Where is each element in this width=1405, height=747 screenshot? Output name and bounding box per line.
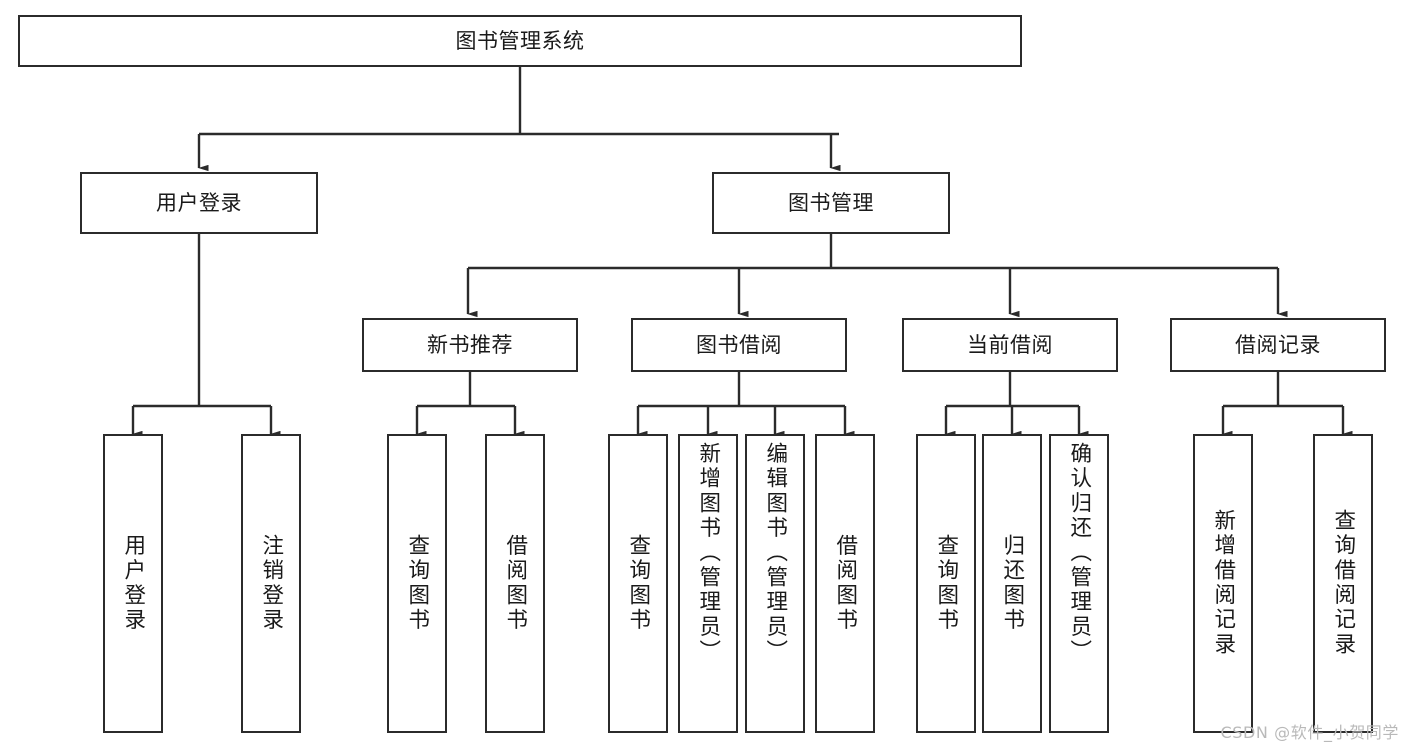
leaf-query-book-recommend[interactable]: 查询图书 — [387, 434, 447, 733]
node-label: 注销登录 — [258, 534, 284, 633]
leaf-borrow-book-recommend[interactable]: 借阅图书 — [485, 434, 545, 733]
node-label: 新增图书（管理员） — [695, 442, 721, 665]
node-label: 确认归还（管理员） — [1066, 442, 1092, 665]
leaf-borrow-book[interactable]: 借阅图书 — [815, 434, 875, 733]
node-label: 借阅记录 — [1235, 332, 1321, 357]
leaf-add-book-admin[interactable]: 新增图书（管理员） — [678, 434, 738, 733]
node-new-book-recommend[interactable]: 新书推荐 — [362, 318, 578, 372]
leaf-edit-book-admin[interactable]: 编辑图书（管理员） — [745, 434, 805, 733]
node-label: 图书借阅 — [696, 332, 782, 357]
node-label: 图书管理系统 — [455, 28, 585, 53]
leaf-return-book[interactable]: 归还图书 — [982, 434, 1042, 733]
node-label: 编辑图书（管理员） — [762, 442, 788, 665]
node-label: 新书推荐 — [427, 332, 513, 357]
watermark: CSDN @软件_小贺同学 — [1220, 723, 1399, 742]
leaf-query-book-current[interactable]: 查询图书 — [916, 434, 976, 733]
node-label: 借阅图书 — [832, 534, 858, 633]
node-label: 查询图书 — [933, 534, 959, 633]
node-borrow-record[interactable]: 借阅记录 — [1170, 318, 1386, 372]
node-current-borrow[interactable]: 当前借阅 — [902, 318, 1118, 372]
node-label: 图书管理 — [788, 190, 874, 215]
leaf-add-borrow-record[interactable]: 新增借阅记录 — [1193, 434, 1253, 733]
node-label: 用户登录 — [120, 534, 146, 633]
node-user-login[interactable]: 用户登录 — [80, 172, 318, 234]
leaf-query-book-borrow[interactable]: 查询图书 — [608, 434, 668, 733]
leaf-confirm-return-admin[interactable]: 确认归还（管理员） — [1049, 434, 1109, 733]
leaf-query-borrow-record[interactable]: 查询借阅记录 — [1313, 434, 1373, 733]
node-label: 查询借阅记录 — [1330, 509, 1356, 658]
leaf-logout[interactable]: 注销登录 — [241, 434, 301, 733]
node-label: 用户登录 — [156, 190, 242, 215]
node-label: 当前借阅 — [967, 332, 1053, 357]
node-book-management[interactable]: 图书管理 — [712, 172, 950, 234]
node-label: 归还图书 — [999, 534, 1025, 633]
node-label: 借阅图书 — [502, 534, 528, 633]
node-label: 新增借阅记录 — [1210, 509, 1236, 658]
node-label: 查询图书 — [625, 534, 651, 633]
node-label: 查询图书 — [404, 534, 430, 633]
node-root-book-management-system[interactable]: 图书管理系统 — [18, 15, 1022, 67]
leaf-user-login[interactable]: 用户登录 — [103, 434, 163, 733]
node-book-borrow[interactable]: 图书借阅 — [631, 318, 847, 372]
